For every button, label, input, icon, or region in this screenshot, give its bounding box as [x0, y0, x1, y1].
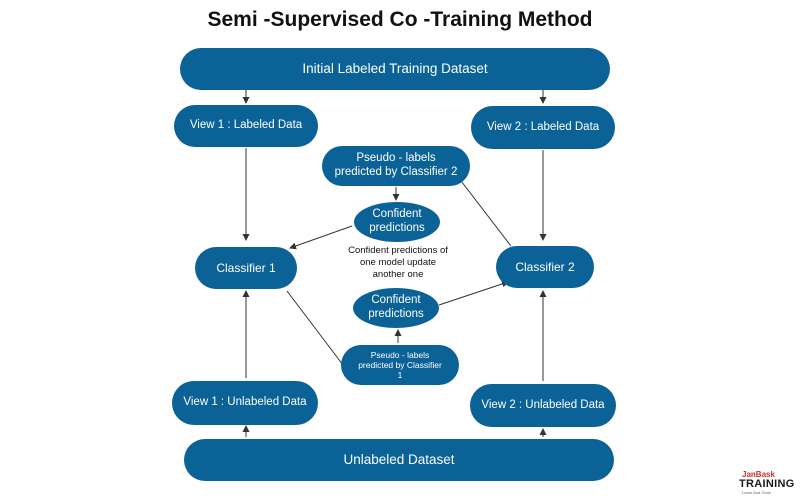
logo-main-text: TRAINING	[739, 478, 795, 490]
confident-predictions-note: Confident predictions of one model updat…	[348, 245, 448, 280]
edge-classifier2-to-pseudo2	[457, 176, 512, 247]
view2-unlabeled-node: View 2 : Unlabeled Data	[470, 384, 616, 427]
confident-predictions-bottom-node: Confident predictions	[353, 288, 439, 328]
view1-labeled-node: View 1 : Labeled Data	[174, 105, 318, 147]
edge-classifier1-to-pseudo1	[286, 290, 344, 366]
view1-unlabeled-node: View 1 : Unlabeled Data	[172, 381, 318, 425]
classifier2-node: Classifier 2	[496, 246, 594, 288]
pseudo-labels-classifier2-node: Pseudo - labels predicted by Classifier …	[322, 146, 470, 186]
pseudo-labels-classifier1-node: Pseudo - labels predicted by Classifier …	[341, 345, 459, 385]
edge-confident-bottom-to-classifier2	[438, 280, 509, 306]
view2-labeled-node: View 2 : Labeled Data	[471, 106, 615, 149]
janbask-training-logo: JanBask TRAINING Learn And Grow	[734, 470, 796, 495]
logo-sub-text: Learn And Grow	[742, 490, 771, 495]
diagram-title: Semi -Supervised Co -Training Method	[207, 8, 593, 31]
classifier1-node: Classifier 1	[195, 247, 297, 289]
initial-labeled-dataset-node: Initial Labeled Training Dataset	[180, 48, 610, 90]
logo-top-text: JanBask	[742, 470, 775, 479]
unlabeled-dataset-node: Unlabeled Dataset	[184, 439, 614, 481]
edge-confident-top-to-classifier1	[289, 225, 353, 250]
confident-predictions-top-node: Confident predictions	[354, 202, 440, 242]
